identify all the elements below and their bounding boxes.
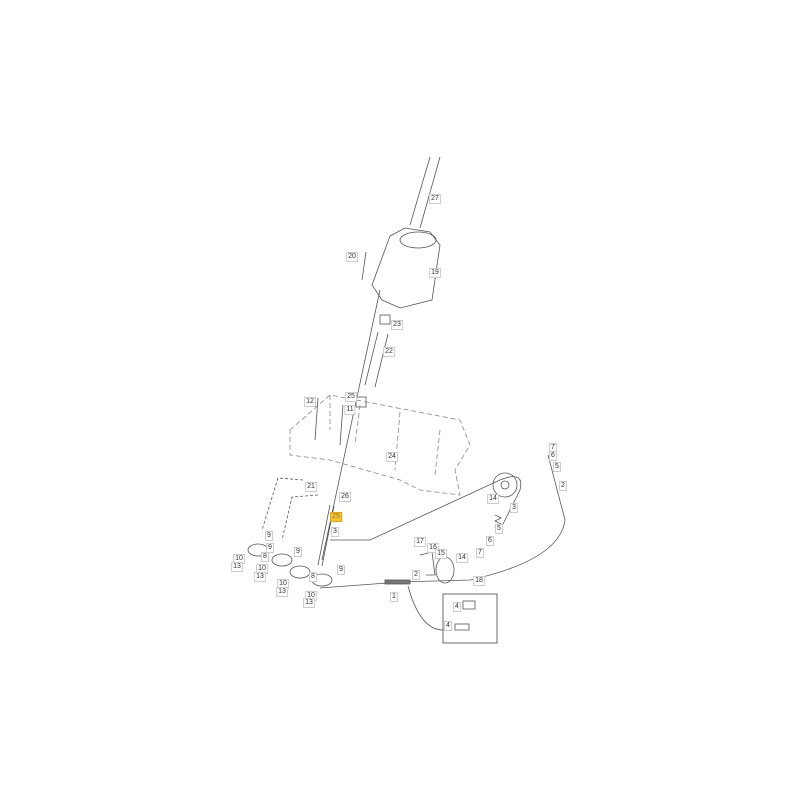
clamp-8b	[271, 553, 293, 567]
bolt-12	[314, 397, 319, 441]
tube-22	[364, 331, 389, 388]
detail-inset	[442, 593, 498, 644]
part-label: 14	[456, 553, 468, 563]
part-label: 13	[303, 598, 315, 608]
bolt-20	[361, 251, 367, 281]
part-label: 16	[427, 543, 439, 553]
part-label: 24	[386, 452, 398, 462]
part-label: 17	[414, 537, 426, 547]
part-label: 6	[549, 451, 557, 461]
part-label: 4	[453, 602, 461, 612]
part-label: 4	[444, 621, 452, 631]
clamp-8c	[289, 565, 311, 579]
part-label: 13	[254, 572, 266, 582]
part-label: 5	[495, 524, 503, 534]
part-label: 18	[473, 576, 485, 586]
part-label: 13	[231, 562, 243, 572]
pulley-14-top	[492, 472, 518, 498]
bracket-16	[419, 551, 436, 576]
part-label: 3	[331, 527, 339, 537]
part-label: 21	[305, 482, 317, 492]
part-label: 8	[261, 552, 269, 562]
part-label: 12	[304, 397, 316, 407]
part-label: 26	[339, 492, 351, 502]
cable-end-1	[384, 579, 411, 585]
bushing-23	[379, 314, 391, 325]
part-label: 3	[510, 503, 518, 513]
inset-part-top	[462, 600, 476, 610]
column-housing-19	[371, 227, 441, 309]
bolt-11	[339, 404, 344, 446]
part-label: 2	[559, 481, 567, 491]
part-label: 2	[412, 570, 420, 580]
part-label: 13	[276, 587, 288, 597]
part-label: 14	[487, 494, 499, 504]
part-label: 1	[390, 592, 398, 602]
callout-arrow	[407, 585, 444, 631]
control-cable	[330, 476, 522, 541]
part-label: 9	[265, 531, 273, 541]
chassis-frame	[289, 394, 471, 496]
part-label: 9	[337, 565, 345, 575]
part-label: 15	[435, 549, 447, 559]
control-cable-2	[319, 454, 566, 589]
part-label: 11	[344, 405, 356, 415]
part-label: 19	[429, 268, 441, 278]
part-label: 23	[391, 320, 403, 330]
pulley-14-top-hub	[500, 480, 510, 490]
part-label: 20	[346, 252, 358, 262]
part-label: 8	[309, 572, 317, 582]
part-label: 25	[345, 392, 357, 402]
part-label: 7	[476, 548, 484, 558]
linkage-dashed	[261, 477, 319, 541]
highlighted-part-label[interactable]: 25	[330, 512, 342, 522]
part-label: 27	[429, 194, 441, 204]
part-label: 9	[294, 547, 302, 557]
steering-tube-27	[409, 156, 441, 229]
inset-part-bottom	[454, 623, 470, 631]
part-label: 5	[553, 462, 561, 472]
pulley-14-lower	[435, 556, 455, 584]
part-label: 9	[266, 543, 274, 553]
part-label: 6	[486, 536, 494, 546]
part-label: 22	[383, 347, 395, 357]
